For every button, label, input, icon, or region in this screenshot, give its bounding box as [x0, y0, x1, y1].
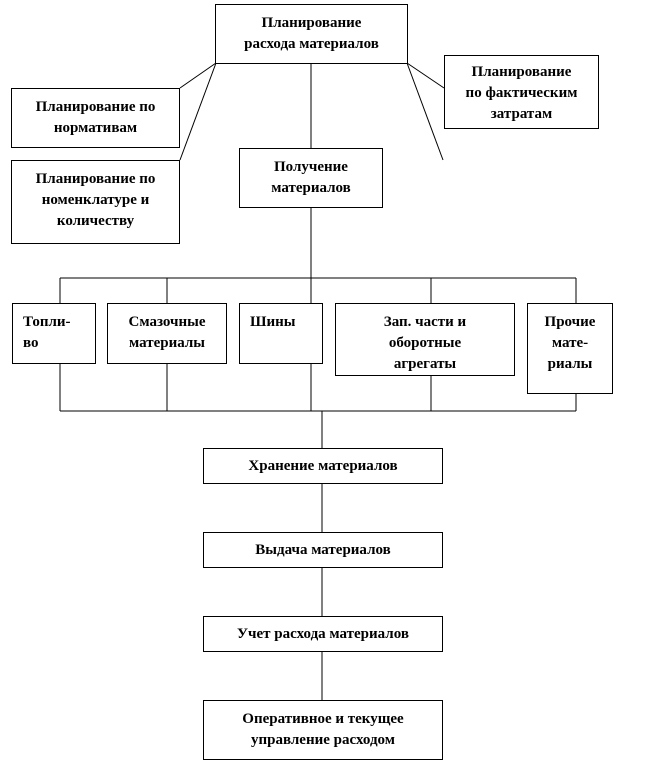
category-fuel-box: Топли- во	[12, 303, 96, 364]
receiving-materials-box: Получение материалов	[239, 148, 383, 208]
connector-top-to-open-end	[406, 62, 444, 161]
accounting-box: Учет расхода материалов	[203, 616, 443, 652]
category-tires-box: Шины	[239, 303, 323, 364]
connector-top-to-norms	[179, 62, 217, 89]
planning-by-norms-box: Планирование по нормативам	[11, 88, 180, 148]
planning-by-nomenclature-box: Планирование по номенклатуре и количеств…	[11, 160, 180, 244]
management-box: Оперативное и текущее управление расходо…	[203, 700, 443, 760]
storage-box: Хранение материалов	[203, 448, 443, 484]
planning-by-actual-costs-box: Планирование по фактическим затратам	[444, 55, 599, 129]
category-lubricants-box: Смазочные материалы	[107, 303, 227, 364]
category-spare-parts-box: Зап. части и оборотные агрегаты	[335, 303, 515, 376]
category-other-box: Прочие мате- риалы	[527, 303, 613, 394]
issue-box: Выдача материалов	[203, 532, 443, 568]
planning-materials-consumption-box: Планирование расхода материалов	[215, 4, 408, 64]
connector-top-to-nomenclature	[179, 62, 217, 161]
connector-top-to-actual	[406, 62, 445, 89]
